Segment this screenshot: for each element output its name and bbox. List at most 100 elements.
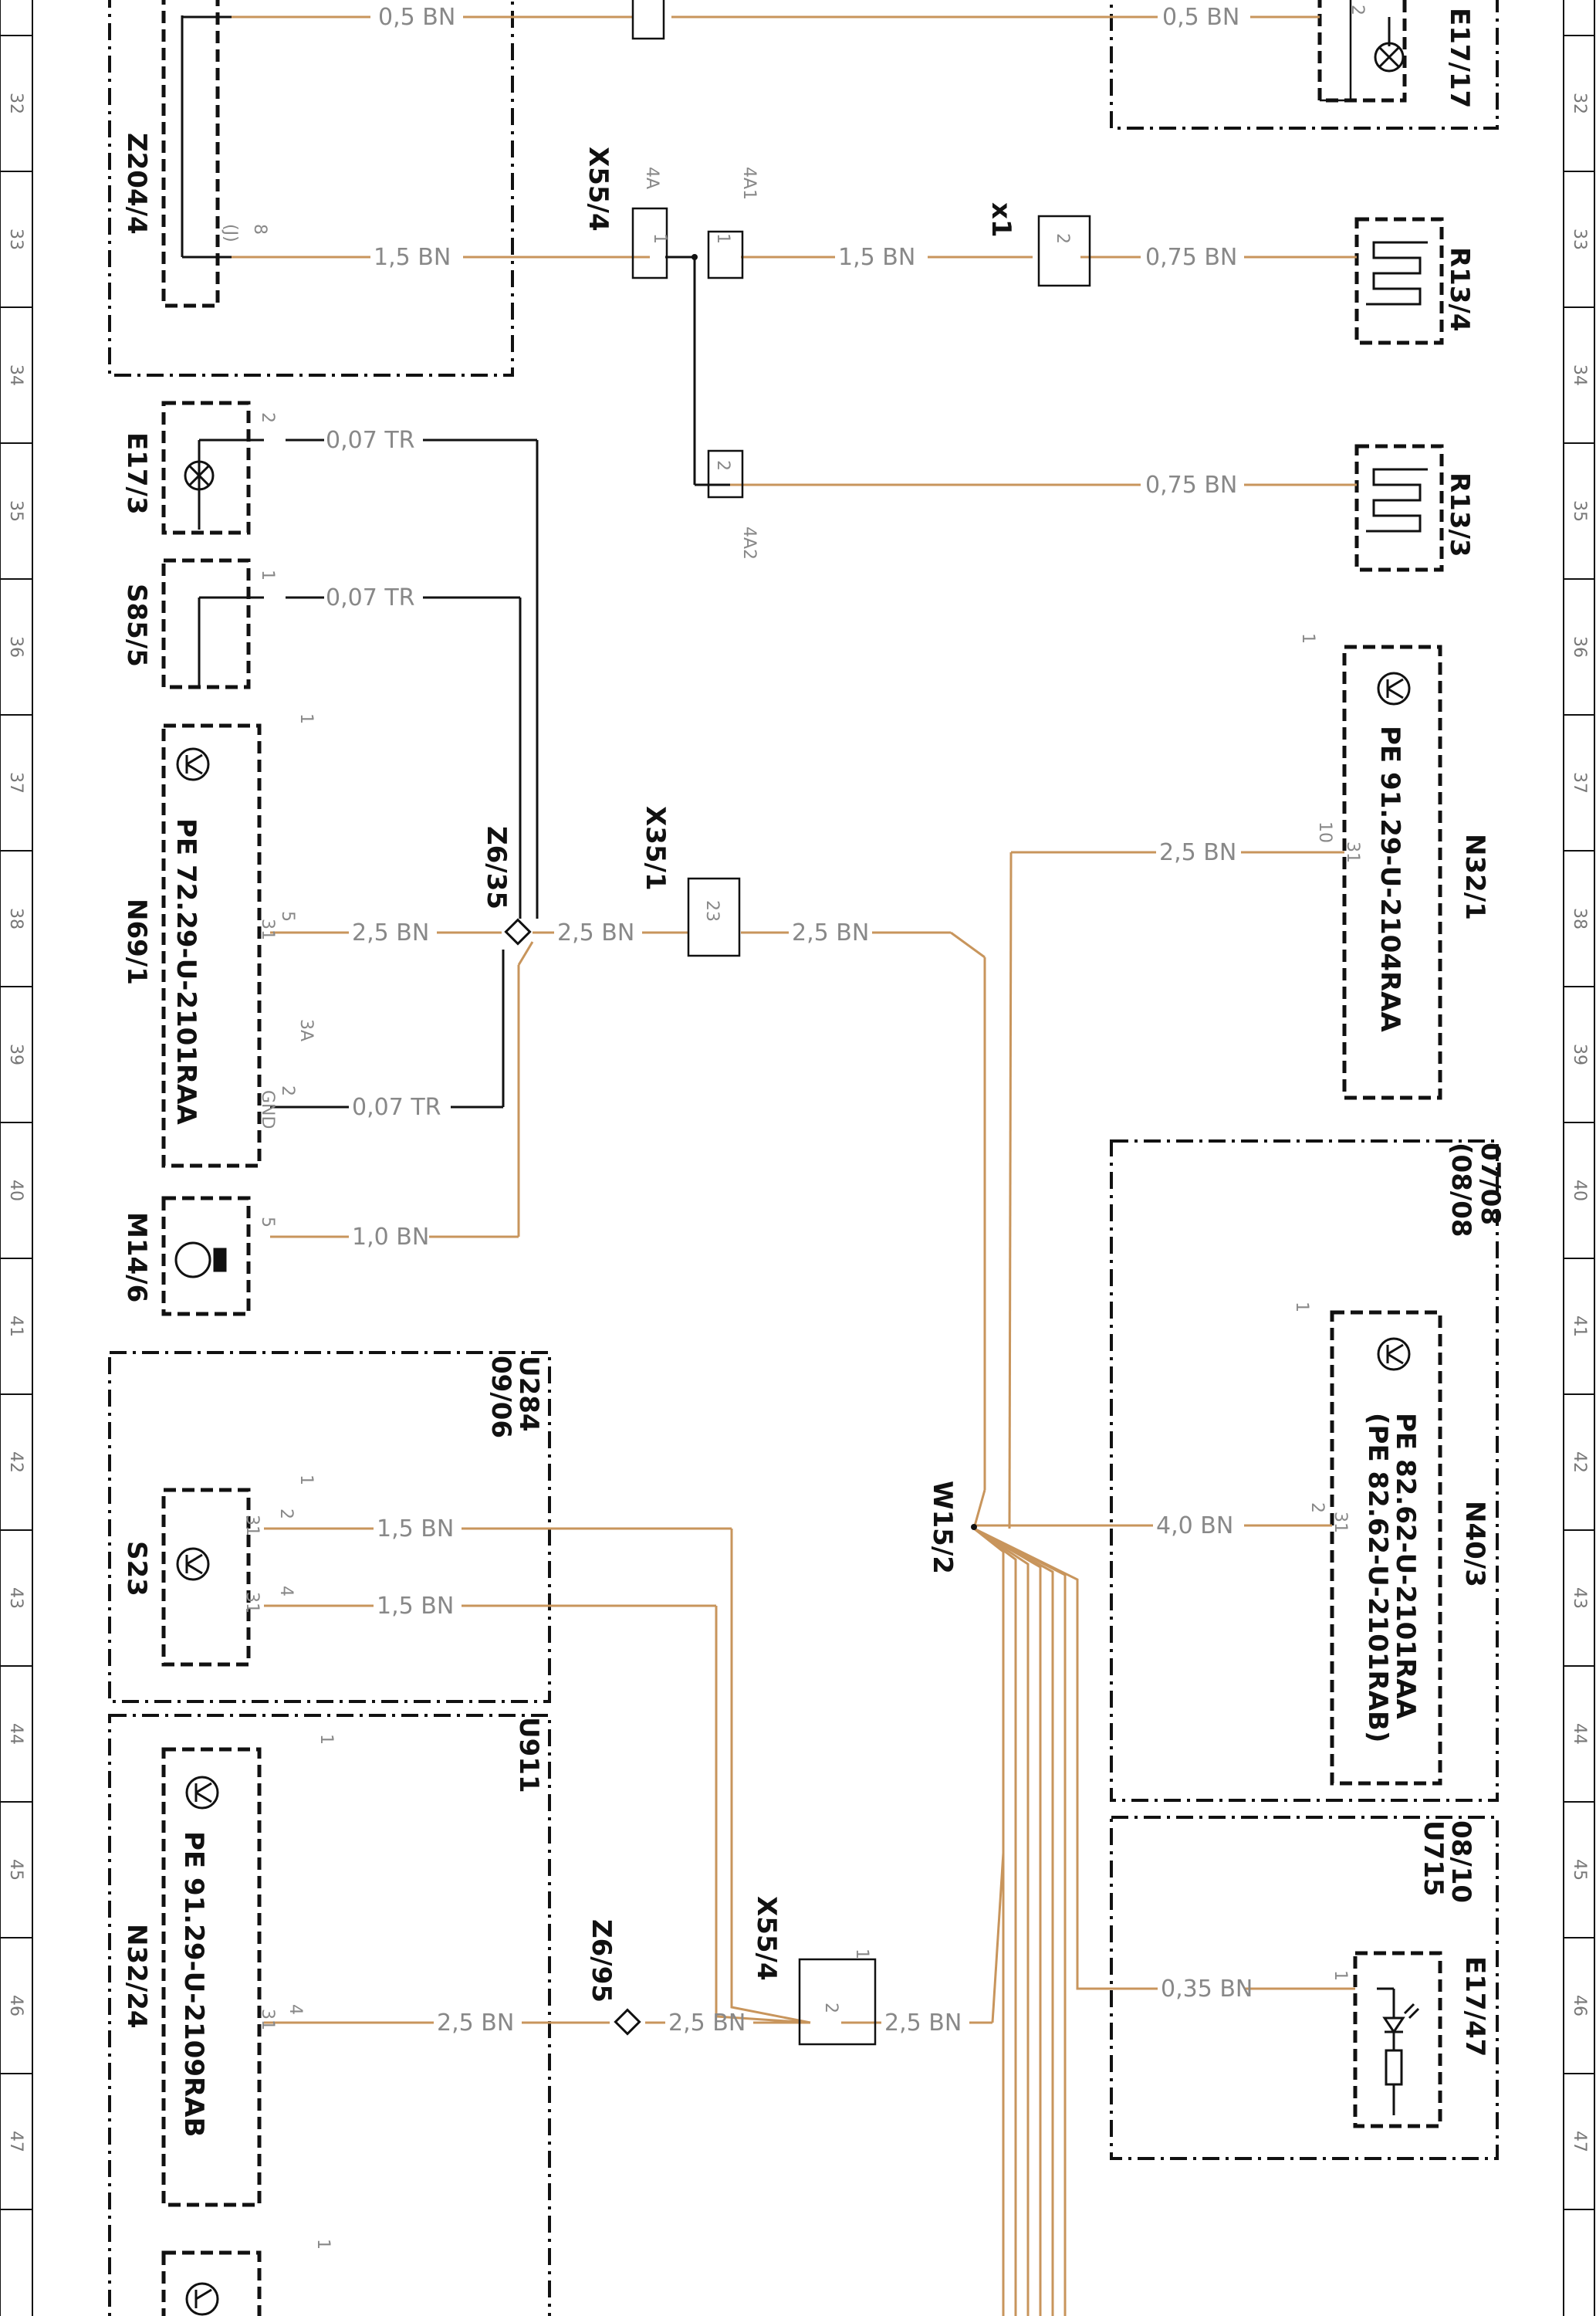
r13-3-heater-icon (1366, 468, 1428, 533)
wire-label: 1,0 BN (352, 1224, 429, 1251)
component-label: E17/3 (121, 432, 152, 515)
u715-module-box (1110, 1816, 1499, 2160)
pin-label: (J) (221, 224, 240, 242)
bottom-inner-box (161, 2250, 262, 2316)
row-number: 35 (1570, 500, 1589, 522)
wire-label: 2,5 BN (352, 919, 429, 946)
z204-4-module-box (108, 0, 514, 377)
pin-label: 2 (276, 1508, 296, 1519)
pin-label: 8 (250, 224, 269, 235)
row-number: 43 (6, 1587, 25, 1609)
part-number-label: PE 72.29-U-2101RAA (171, 818, 201, 1125)
row-number: 44 (6, 1723, 25, 1745)
m14-6-motor-icon (174, 1241, 227, 1278)
row-number: 38 (1570, 908, 1589, 929)
pin-label: 2 (1307, 1502, 1327, 1513)
pin-label: 2 (821, 2003, 840, 2013)
component-label: U284 (513, 1356, 544, 1432)
wire-label: 2,5 BN (1159, 839, 1236, 866)
wire-label: 0,5 BN (378, 4, 455, 31)
s85-5-inner-box (161, 558, 251, 689)
m14-6-inner-box (161, 1196, 251, 1316)
tr-wires (270, 438, 539, 1109)
date-label: (08/08 (1446, 1143, 1476, 1238)
wire-label: 0,75 BN (1145, 244, 1237, 271)
s23-sensor-icon (176, 1547, 210, 1581)
wire-label: 2,5 BN (668, 2010, 746, 2037)
pin-label: 2 (1053, 233, 1072, 244)
pin-label: 1 (258, 570, 277, 581)
pin-label: 31 (242, 1592, 262, 1613)
component-label: Z6/95 (586, 1919, 617, 2003)
row-number: 41 (6, 1315, 25, 1337)
row-number: 43 (1570, 1587, 1589, 1609)
component-label: E17/47 (1459, 1956, 1490, 2057)
pin-label: 2 (258, 412, 277, 423)
row-number: 42 (6, 1451, 25, 1473)
component-label: R13/4 (1444, 247, 1475, 332)
s23-inner-box (161, 1488, 251, 1667)
wire-label: 0,07 TR (352, 1094, 441, 1121)
date-label: 07/08 (1475, 1143, 1506, 1225)
pin-label: 4A1 (739, 167, 759, 200)
row-number: 33 (1570, 229, 1589, 250)
row-number: 33 (6, 229, 25, 250)
row-labels-left: 3132333435363738394041424344454647 (6, 93, 25, 2152)
pin-label: 4A (642, 167, 661, 189)
n32-1-sensor-icon (1377, 672, 1411, 706)
date-label: 09/06 (485, 1356, 516, 1438)
row-number: 36 (1570, 636, 1589, 658)
part-number-label: PE 82.62-U-2101RAA (1390, 1413, 1421, 1719)
row-number: 34 (1570, 364, 1589, 386)
e17-3-lamp-icon (184, 460, 215, 491)
row31-connector (631, 0, 665, 40)
date-label: 08/10 (1446, 1820, 1476, 1903)
pin-label: 2 (278, 1085, 297, 1096)
pin-label: 2 (713, 460, 732, 471)
row-number: 32 (6, 93, 25, 114)
e17-17-inner-box (1317, 0, 1407, 103)
z6-95-splice (614, 2008, 641, 2036)
n32-24-sensor-icon (185, 1776, 219, 1810)
n32-24-inner-box (161, 1747, 262, 2207)
wire-label: 0,5 BN (1162, 4, 1239, 31)
component-label: X55/4 (751, 1896, 782, 1981)
wire-label: 0,07 TR (326, 427, 415, 454)
row-number: 46 (6, 1995, 25, 2016)
e17-47-inner-box (1353, 1951, 1442, 2128)
pin-label: 1 (296, 713, 316, 724)
row-number: 34 (6, 364, 25, 386)
pin-label: 31 (258, 2009, 277, 2030)
component-label: N69/1 (121, 899, 152, 985)
part-number-label: PE 91.29-U-2109RAB (178, 1831, 209, 2137)
pin-label: 4 (276, 1586, 296, 1596)
component-label: R13/3 (1444, 472, 1475, 557)
component-label: E17/17 (1444, 8, 1475, 108)
component-label: Z6/35 (481, 826, 512, 909)
wire-label: 1,5 BN (374, 244, 451, 271)
row-number: 37 (6, 772, 25, 794)
pin-label: 1 (1292, 1302, 1311, 1312)
wire-label: 2,5 BN (792, 919, 869, 946)
pin-label: 31 (1331, 1512, 1350, 1533)
row-number: 41 (1570, 1315, 1589, 1337)
black-wires (181, 15, 1395, 2115)
pin-label: 4A2 (739, 527, 759, 560)
e17-47-led-icon (1382, 2003, 1420, 2086)
pin-label: 5 (278, 911, 297, 922)
bottom-sensor-icon (185, 2282, 219, 2316)
component-label: W15/2 (927, 1481, 958, 1574)
n69-1-inner-box (161, 723, 262, 1168)
x55-4-connector-a (631, 207, 668, 279)
component-label: S85/5 (121, 584, 152, 667)
n40-3-inner-box (1330, 1310, 1442, 1786)
pin-label: 1 (313, 2239, 333, 2250)
component-label: S23 (121, 1541, 152, 1596)
pin-label: 3A (296, 1019, 316, 1041)
n69-1-sensor-icon (176, 747, 210, 781)
e17-17-lamp-icon (1374, 42, 1405, 73)
n32-1-inner-box (1342, 645, 1442, 1100)
wire-label: 0,07 TR (326, 584, 415, 611)
wire-label: 2,5 BN (557, 919, 634, 946)
row-number: 47 (1570, 2131, 1589, 2152)
